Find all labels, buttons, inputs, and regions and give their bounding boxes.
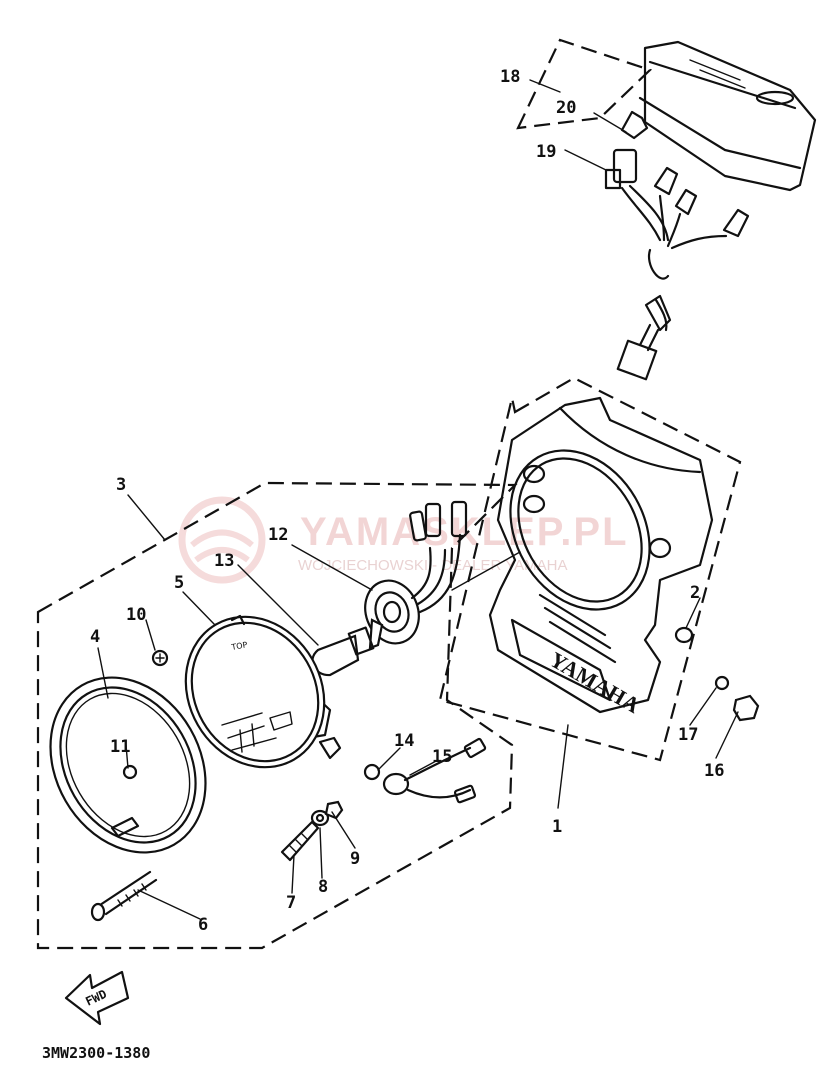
label-4: 4 (90, 627, 100, 647)
label-16: 16 (704, 761, 724, 781)
screw-6 (90, 870, 158, 922)
label-9: 9 (350, 849, 360, 869)
label-6: 6 (198, 915, 208, 935)
lens-top-text: TOP (230, 640, 248, 652)
meter-assembly (604, 40, 817, 381)
headlight-group-outline (36, 481, 518, 950)
label-12: 12 (268, 525, 288, 545)
label-5: 5 (174, 573, 184, 593)
fwd-label: FWD (83, 987, 109, 1009)
label-14: 14 (394, 731, 414, 751)
label-19: 19 (536, 142, 556, 162)
headlight-bulb (311, 618, 384, 677)
label-20: 20 (556, 98, 576, 118)
cover-group-outline (438, 376, 742, 762)
label-15: 15 (432, 747, 452, 767)
watermark-title: YAMASKLEP.PL (300, 510, 629, 554)
label-11: 11 (110, 737, 130, 757)
cover-logo-text: YAMAHA (546, 647, 645, 718)
label-13: 13 (214, 551, 234, 571)
fasteners-2-16-17 (674, 626, 760, 722)
label-7: 7 (286, 893, 296, 913)
leader-lines (97, 79, 739, 920)
headlight-unit: TOP (184, 614, 342, 769)
label-17: 17 (678, 725, 698, 745)
meter-group-outline (516, 38, 653, 130)
position-lamp (363, 737, 487, 804)
label-10: 10 (126, 605, 146, 625)
label-1: 1 (552, 817, 562, 837)
watermark: YAMASKLEP.PL WOJCIECHOWSKI - DEALER YAMA… (178, 496, 629, 584)
label-18: 18 (500, 67, 520, 87)
label-8: 8 (318, 877, 328, 897)
label-3: 3 (116, 475, 126, 495)
fasteners-7-8-9 (280, 800, 344, 862)
diagram-code: 3MW2300-1380 (42, 1044, 150, 1062)
label-2: 2 (690, 583, 700, 603)
fwd-arrow: FWD (64, 970, 130, 1026)
screw-10 (151, 649, 169, 667)
watermark-subtitle: WOJCIECHOWSKI - DEALER YAMAHA (298, 557, 567, 574)
part-number-labels: 1 2 3 4 5 6 7 8 9 10 11 12 13 14 15 16 1… (90, 67, 724, 935)
